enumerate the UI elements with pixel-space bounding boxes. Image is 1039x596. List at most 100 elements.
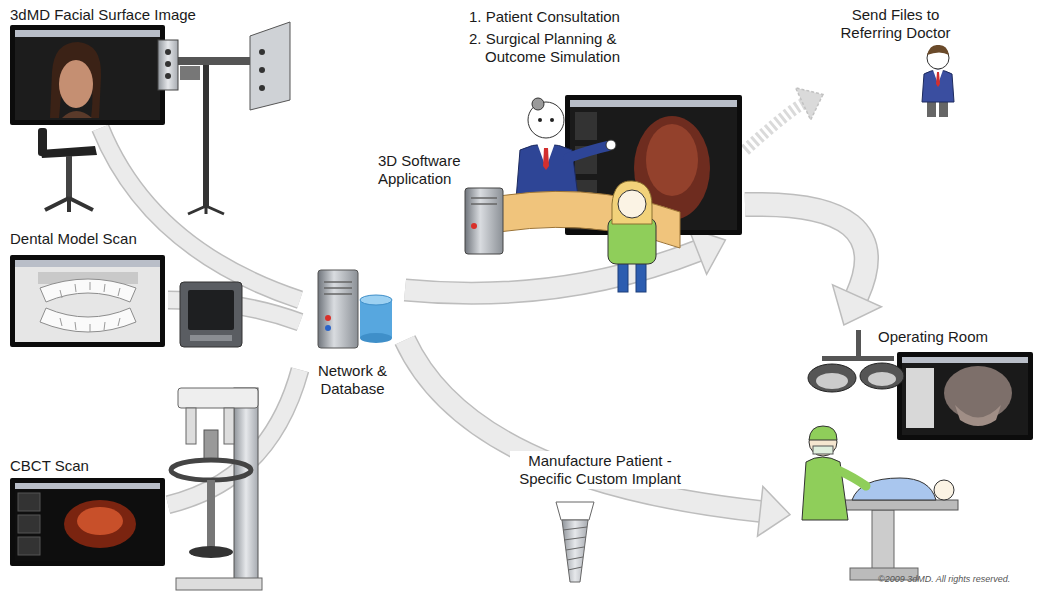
doctor-figure-part [568,146,608,158]
patient-chair-part [66,156,72,198]
or-monitor-part [955,405,1001,426]
scanner-station: Dental Model Scan [8,228,168,348]
cbct-scanner-part [207,480,215,550]
referring-doctor-part [936,72,940,87]
arrow-body [745,204,866,295]
computer-tower-part [465,188,503,254]
referring-doctor [922,45,954,117]
custom-implant-part [563,527,587,570]
patient-figure-part [608,218,656,264]
dental-scanner-part [180,282,242,347]
monitor-dental-scan-part [15,260,160,267]
monitor-face-scan-part [10,25,165,125]
or-monitor-part [906,368,934,428]
step-label: 1. Patient Consultation [469,8,620,26]
consultation-monitor-part [570,100,737,107]
or-monitor-part [902,357,1028,435]
room-label: Operating Room [878,328,988,346]
referring-doctor-part [927,100,936,117]
face-scanner-part [165,73,171,79]
database-server-part [360,300,392,338]
monitor-cbct-part [18,515,40,533]
operating-table-part [838,500,958,510]
face-scanner-part [180,66,200,80]
flow-arrow [405,340,790,536]
referring-doctor: Send Files to Referring Doctor [823,4,968,120]
surgeon-figure [802,426,866,520]
custom-implant [556,502,594,582]
surgical-lamps-part [822,356,894,361]
monitor-cbct [10,478,165,566]
monitor-dental-scan-part [40,308,136,332]
arrow-head [757,487,790,537]
or-monitor [897,352,1033,440]
database-server-part [324,282,352,294]
monitor-dental-scan-part [40,279,136,302]
doctor-label: Send Files to Referring Doctor [825,6,966,42]
edge-label: Manufacture Patient - Specific Custom Im… [510,451,690,489]
monitor-dental-scan-part [60,282,120,332]
patient-chair-part [45,198,93,212]
patient-figure-part [612,181,652,224]
consultation-monitor-part [575,112,597,140]
patient-chair [38,128,97,212]
station-label: 3dMD Facial Surface Image [10,6,196,24]
step-label: 2. Surgical Planning & Outcome Simulatio… [469,30,674,66]
surgeon-figure-part [809,426,837,440]
database-server-part [318,270,358,348]
monitor-face-scan-part [15,30,160,37]
referring-doctor-part [922,70,954,102]
arrow-outline [745,204,866,295]
patient-figure-part [618,262,628,292]
referring-doctor-part [927,45,949,55]
doctor-figure-part [532,98,544,110]
doctor-figure-part [550,118,554,122]
surgical-lamps-part [808,364,856,392]
surgical-lamps-part [856,330,861,358]
database-server-part [325,315,331,321]
operating-table-part [872,510,894,570]
custom-implant-part [562,520,588,582]
station-label: Dental Model Scan [10,230,137,248]
monitor-face-scan-part [50,42,101,118]
surgical-lamps-part [816,373,848,389]
surgeon-figure-part [802,457,848,520]
monitor-cbct-part [77,507,123,535]
database-server: Network & Database [300,262,405,402]
monitor-face-scan-part [62,111,92,118]
monitor-cbct-part [15,483,160,489]
flow-arrow [745,204,881,325]
copyright-note: ©2009 3dMD. All rights reserved. [878,574,1010,585]
arrow-head [796,88,823,120]
cbct-scanner-part [171,460,251,480]
face-scanner [158,22,290,214]
cbct-scanner-part [176,578,262,590]
consultation-monitor-part [646,124,698,196]
face-scanner-part [158,40,178,90]
computer-tower-part [471,223,477,229]
computer-tower [465,188,503,254]
operating-room: Operating Room [790,325,1035,565]
cbct-scanner-part [204,430,218,460]
database-server-part [360,295,392,305]
face-scanner-part [188,206,224,214]
or-monitor-part [902,357,1028,363]
scanner-station: CBCT Scan [8,455,168,568]
dental-scanner-part [188,290,234,330]
patient-figure [608,181,656,292]
face-scanner-part [165,49,171,55]
cbct-scanner [171,388,262,590]
monitor-cbct-part [18,537,40,555]
consultation-station: 1. Patient Consultation 2. Surgical Plann… [465,4,745,240]
face-scanner-part [165,61,171,67]
operating-table-part [934,480,954,500]
cbct-scanner-part [234,388,258,580]
arrow-body [405,340,760,511]
dental-scanner [180,282,242,347]
monitor-face-scan-part [59,60,93,108]
monitor-cbct-part [15,483,160,561]
software-label: 3D Software Application [378,152,462,188]
referring-doctor-part [939,100,948,117]
